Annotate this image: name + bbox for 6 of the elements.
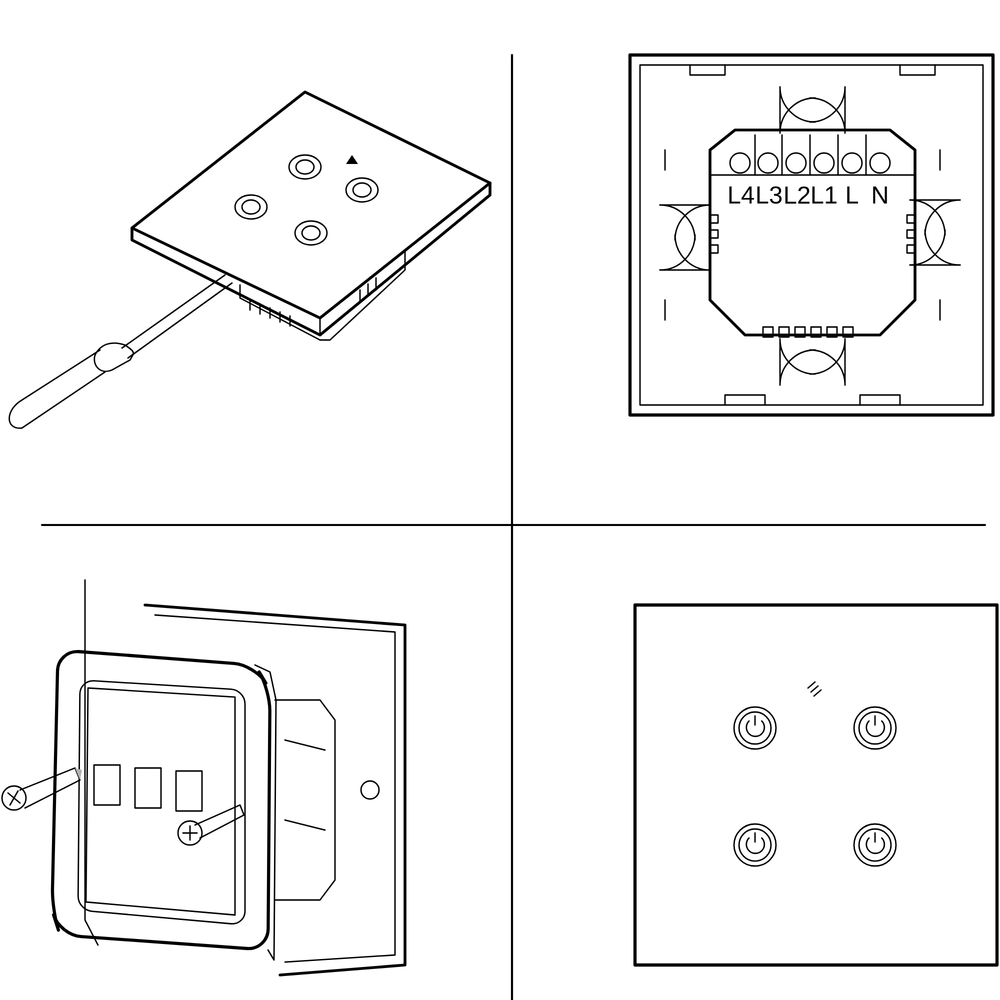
terminal-label: L <box>847 186 858 204</box>
terminal-label: N <box>873 186 887 204</box>
terminal-label: L2 <box>785 186 810 204</box>
terminal-label: L3 <box>757 186 782 204</box>
terminal-label: L4 <box>729 186 754 204</box>
terminal-label: L1 <box>812 186 836 204</box>
